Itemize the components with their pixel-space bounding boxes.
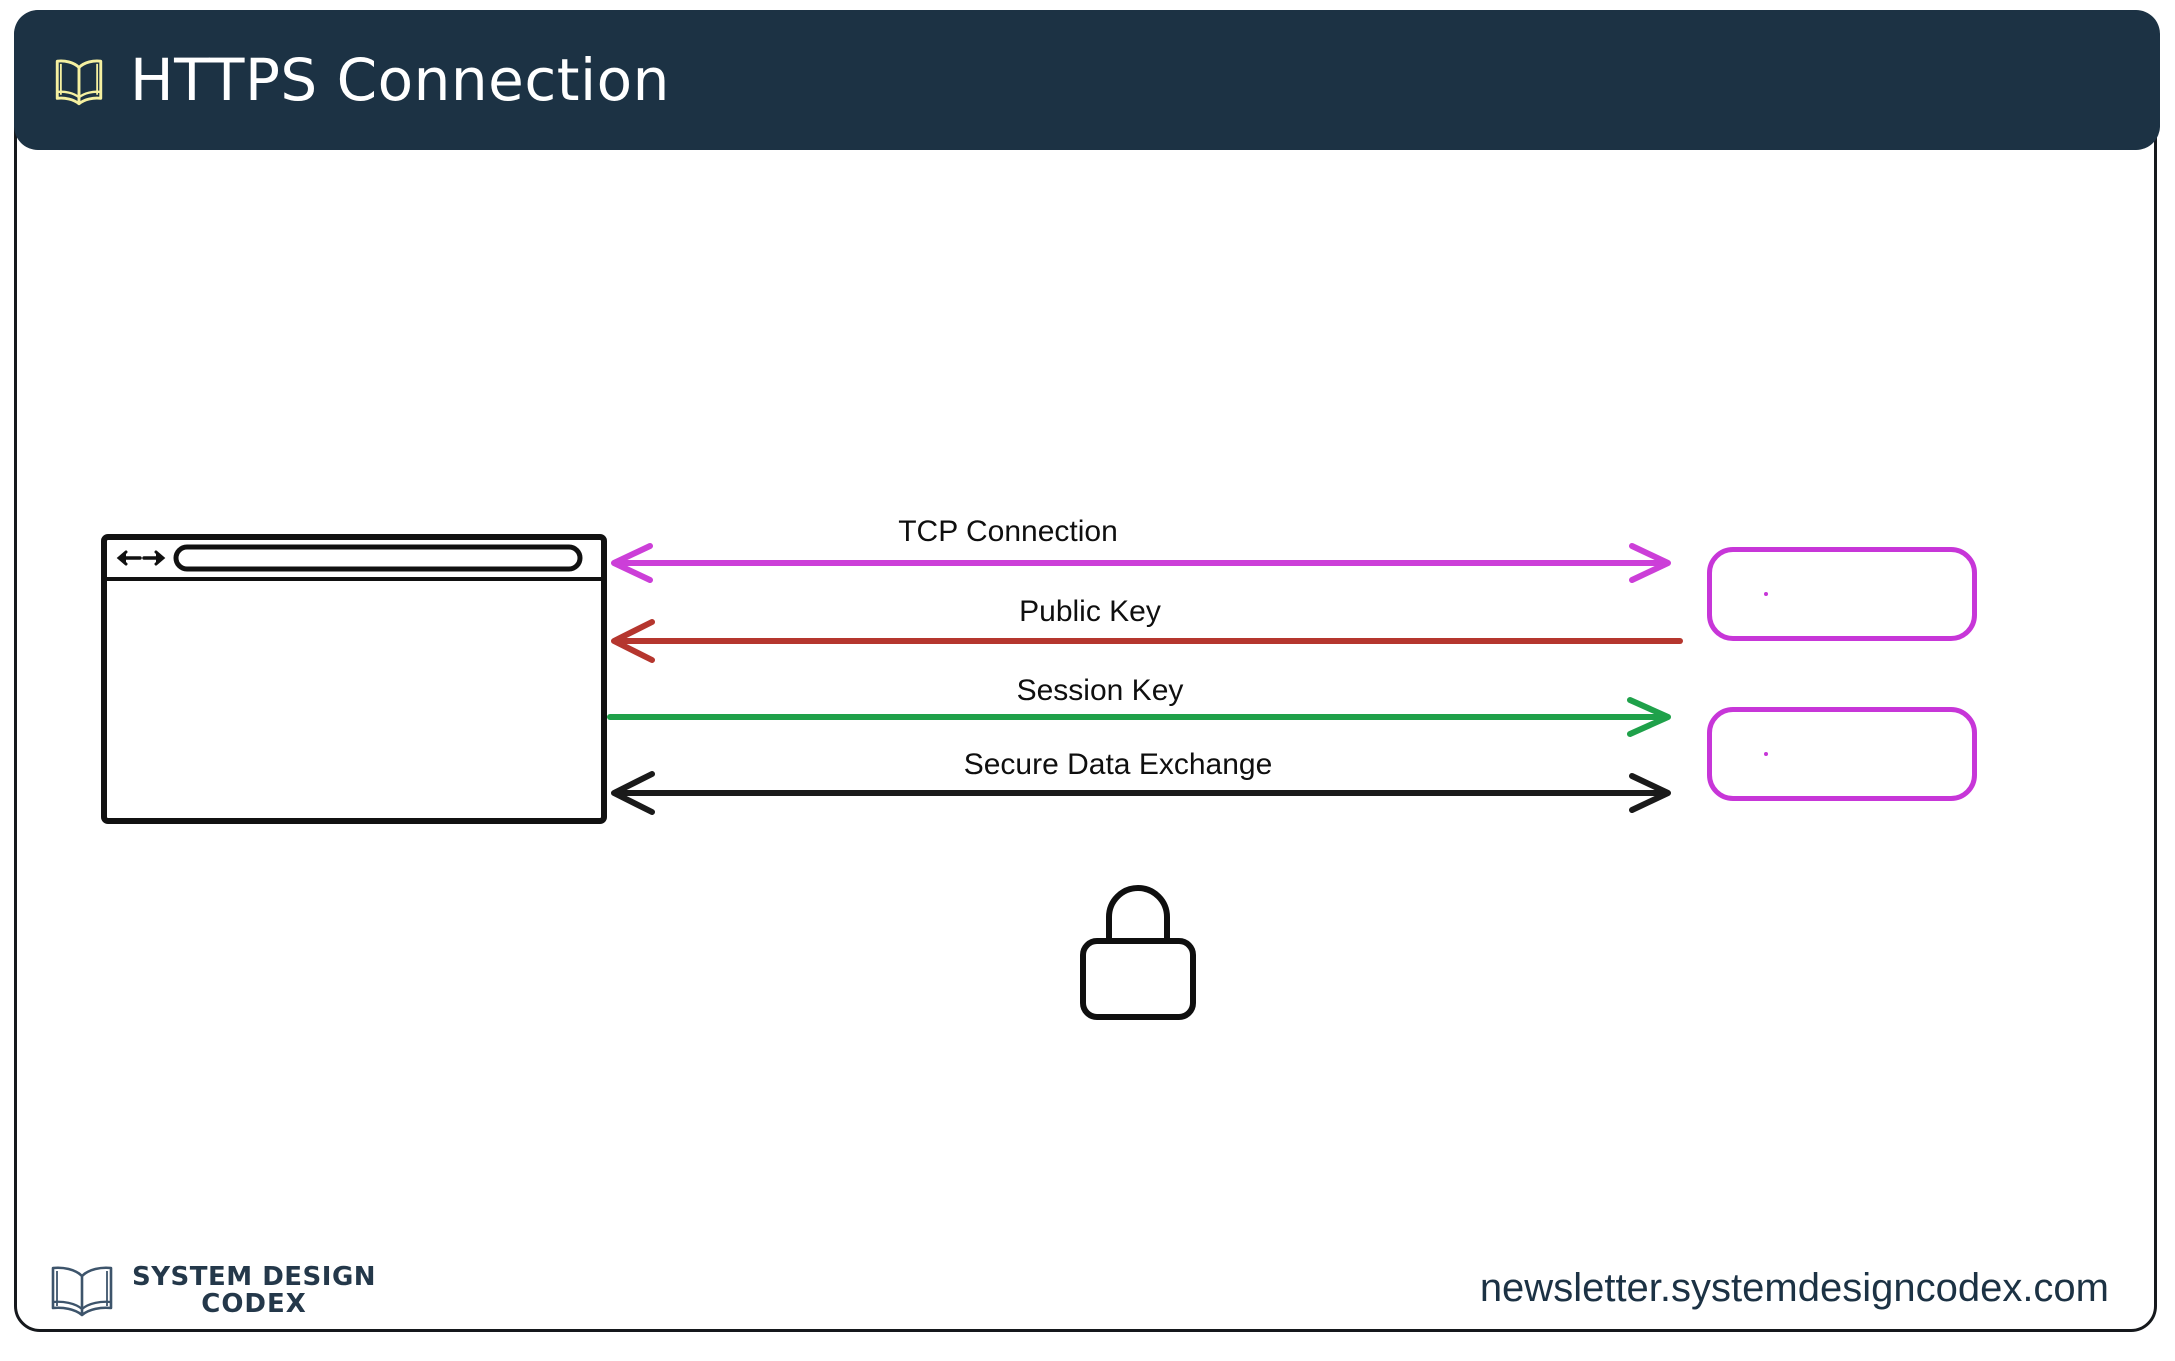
url-bar xyxy=(173,544,583,572)
footer-brand-line2: CODEX xyxy=(201,1289,307,1319)
padlock-icon xyxy=(1080,885,1196,1020)
footer-url[interactable]: newsletter.systemdesigncodex.com xyxy=(1479,1266,2109,1310)
flow-arrow-session-key xyxy=(607,697,1671,737)
flow-arrow-public-key xyxy=(611,619,1683,663)
flow-label-secure-data-exchange: Secure Data Exchange xyxy=(963,748,1273,781)
server-box-bottom xyxy=(1707,707,1977,801)
flow-label-tcp-connection: TCP Connection xyxy=(898,515,1118,548)
flow-arrow-secure-data-exchange xyxy=(611,771,1671,815)
flow-arrow-tcp-connection xyxy=(611,543,1671,583)
flow-label-public-key: Public Key xyxy=(1019,595,1161,628)
flow-label-session-key: Session Key xyxy=(1016,674,1184,707)
open-book-logo-icon xyxy=(51,1266,113,1317)
browser-window-icon xyxy=(101,534,607,824)
footer-logo: SYSTEM DESIGN CODEX xyxy=(46,1262,376,1320)
open-book-icon xyxy=(55,59,103,106)
server-box-top xyxy=(1707,547,1977,641)
server-box-dot xyxy=(1764,752,1768,756)
server-box-dot xyxy=(1764,592,1768,596)
page-title: HTTPS Connection xyxy=(130,46,670,114)
slide-header: HTTPS Connection xyxy=(14,10,2160,150)
back-forward-arrows-icon xyxy=(116,550,166,566)
footer-brand-line1: SYSTEM DESIGN xyxy=(132,1261,377,1292)
